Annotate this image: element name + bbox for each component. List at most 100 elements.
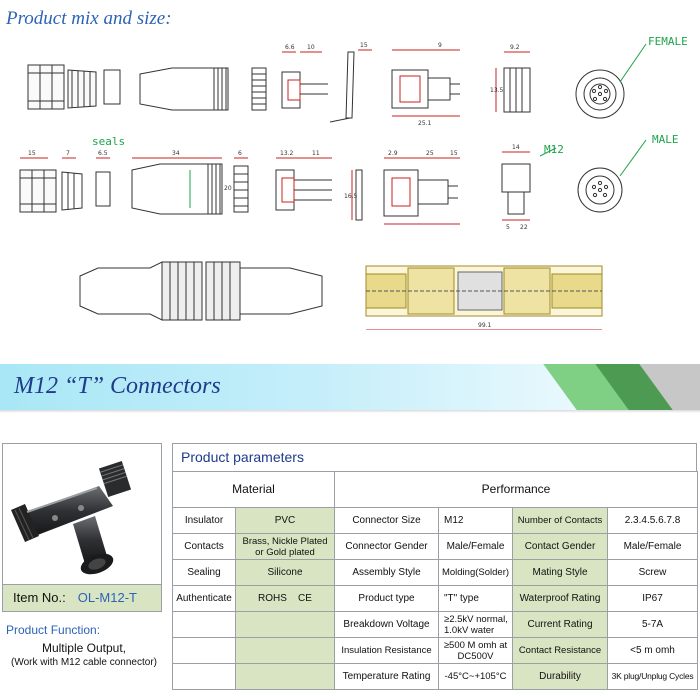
table-cell: <5 m omh bbox=[606, 637, 699, 664]
table-row: Insulation Resistance ≥500 M omh at DC50… bbox=[172, 637, 699, 664]
table-cell: ROHS CE bbox=[235, 585, 335, 612]
male-plate-drawing bbox=[351, 169, 363, 221]
dim-label: 15 bbox=[450, 150, 458, 157]
item-number: OL-M12-T bbox=[77, 590, 137, 605]
function-note: (Work with M12 cable connector) bbox=[11, 657, 157, 668]
table-cell: Insulation Resistance bbox=[334, 637, 439, 664]
product-photo bbox=[2, 443, 162, 611]
table-row: Insulator PVC Connector Size M12 Number … bbox=[172, 507, 699, 534]
male-coupling-drawing bbox=[233, 157, 249, 213]
parameters-table: Material Performance Insulator PVC Conne… bbox=[172, 471, 699, 690]
seals-label: seals bbox=[92, 135, 125, 148]
male-clamp-drawing bbox=[61, 157, 83, 211]
table-cell: "T" type bbox=[438, 585, 513, 612]
table-cell bbox=[235, 637, 335, 664]
dim-label: 5 bbox=[506, 224, 510, 231]
table-cell: Contact Gender bbox=[512, 533, 608, 560]
function-description: Multiple Output, bbox=[41, 641, 127, 655]
female-label: FEMALE bbox=[648, 35, 688, 48]
table-cell: Contact Resistance bbox=[512, 637, 608, 664]
table-cell: Connector Gender bbox=[334, 533, 439, 560]
table-row: Temperature Rating -45°C~+105°C Durabili… bbox=[172, 663, 699, 690]
table-cell bbox=[172, 663, 236, 690]
m12-label: M12 bbox=[544, 143, 564, 156]
male-housing-drawing bbox=[131, 157, 223, 215]
table-cell: ≥500 M omh at DC500V bbox=[438, 637, 513, 664]
dim-label: 34 bbox=[172, 150, 180, 157]
table-cell: Number of Contacts bbox=[512, 507, 608, 534]
table-cell: Mating Style bbox=[512, 559, 608, 586]
table-cell: Current Rating bbox=[512, 611, 608, 638]
table-cell: M12 bbox=[438, 507, 513, 534]
section-title: Product mix and size: bbox=[6, 8, 172, 29]
male-insert-drawing bbox=[275, 157, 332, 211]
table-cell: Sealing bbox=[172, 559, 236, 586]
table-cell: Connector Size bbox=[334, 507, 439, 534]
dim-label: 2.9 bbox=[388, 150, 398, 157]
performance-header: Performance bbox=[333, 471, 699, 508]
dim-label: 14 bbox=[512, 144, 520, 151]
table-cell: ≥2.5kV normal, 1.0kV water bbox=[438, 611, 513, 638]
dim-label: 15 bbox=[28, 150, 36, 157]
assembled-connector-drawing bbox=[79, 261, 323, 321]
male-label: MALE bbox=[652, 133, 679, 146]
table-cell: 3K plug/Unplug Cycles bbox=[606, 663, 699, 690]
table-cell: Breakdown Voltage bbox=[334, 611, 439, 638]
table-cell bbox=[172, 611, 236, 638]
table-row: Breakdown Voltage ≥2.5kV normal, 1.0kV w… bbox=[172, 611, 699, 638]
table-cell: 5-7A bbox=[606, 611, 699, 638]
table-cell: Waterproof Rating bbox=[512, 585, 608, 612]
parameters-title: Product parameters bbox=[172, 443, 697, 471]
table-row: Contacts Brass, Nickle Plated or Gold pl… bbox=[172, 533, 699, 560]
table-cell: Screw bbox=[606, 559, 699, 586]
dim-label: 25.1 bbox=[418, 120, 432, 127]
table-cell: Male/Female bbox=[606, 533, 699, 560]
dim-label: 25 bbox=[426, 150, 434, 157]
assembly-section-drawing bbox=[365, 265, 603, 330]
material-header: Material bbox=[172, 471, 335, 508]
table-cell: Male/Female bbox=[438, 533, 513, 560]
table-cell: Contacts bbox=[172, 533, 236, 560]
dim-label: 22 bbox=[520, 224, 528, 231]
banner-shadow bbox=[0, 410, 700, 413]
item-number-box: Item No.:OL-M12-T bbox=[2, 584, 162, 612]
housing-drawing bbox=[139, 67, 229, 111]
seal-drawing bbox=[103, 69, 121, 105]
dim-label: 6 bbox=[238, 150, 242, 157]
table-cell: IP67 bbox=[606, 585, 699, 612]
coupling-ring-drawing bbox=[251, 67, 267, 111]
dim-label: 13.5 bbox=[490, 87, 504, 94]
dim-label: 9 bbox=[438, 42, 442, 49]
table-cell: -45°C~+105°C bbox=[438, 663, 513, 690]
dim-label: 7 bbox=[66, 150, 70, 157]
female-face-drawing bbox=[575, 43, 647, 119]
t-connector-image bbox=[11, 461, 132, 575]
table-cell: PVC bbox=[235, 507, 335, 534]
cable-clamp-drawing bbox=[67, 69, 97, 109]
table-cell: Insulator bbox=[172, 507, 236, 534]
male-seal-drawing bbox=[95, 157, 111, 207]
title-banner: M12 “T” Connectors bbox=[0, 364, 700, 410]
table-cell bbox=[235, 611, 335, 638]
dim-label: 99.1 bbox=[478, 322, 492, 329]
table-cell: Product type bbox=[334, 585, 439, 612]
table-cell: 2.3.4.5.6.7.8 bbox=[606, 507, 699, 534]
table-cell: Temperature Rating bbox=[334, 663, 439, 690]
contact-insert-drawing bbox=[281, 51, 328, 109]
table-cell: Brass, Nickle Plated or Gold plated bbox=[235, 533, 335, 560]
plate-drawing bbox=[329, 49, 372, 123]
male-hex-nut-drawing bbox=[19, 157, 57, 213]
hex-nut-drawing bbox=[27, 64, 65, 110]
dim-label: 13.2 bbox=[280, 150, 294, 157]
male-face-drawing bbox=[577, 139, 647, 213]
table-row: Sealing Silicone Assembly Style Molding(… bbox=[172, 559, 699, 586]
male-pin-carrier-drawing bbox=[383, 157, 460, 225]
table-cell bbox=[235, 663, 335, 690]
table-cell: Durability bbox=[512, 663, 608, 690]
table-cell: Authenticate bbox=[172, 585, 236, 612]
table-header-row: Material Performance bbox=[172, 471, 699, 508]
dim-label: 9.2 bbox=[510, 44, 520, 51]
dim-label: 20 bbox=[224, 185, 232, 192]
function-title: Product Function: bbox=[6, 623, 101, 637]
dim-label: 6.5 bbox=[98, 150, 108, 157]
